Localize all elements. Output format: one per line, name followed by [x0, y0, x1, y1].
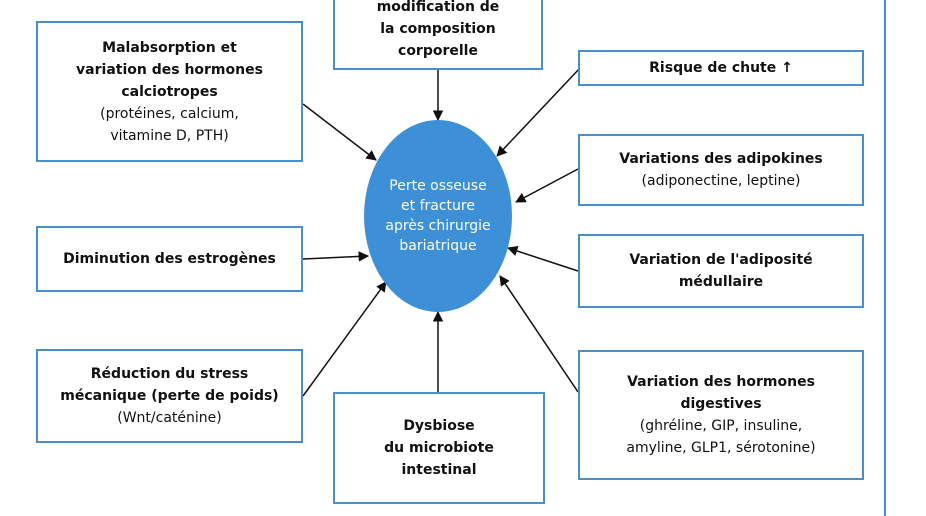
central-ellipse: Perte osseuse et fracture après chirurgie b…	[364, 120, 512, 312]
box-title-line: modification de	[376, 0, 500, 15]
box-adiposite-medullaire: Variation de l'adiposité médullaire	[578, 234, 864, 308]
center-line: et fracture	[401, 198, 475, 214]
box-adipokines: Variations des adipokines (adiponectine, …	[578, 134, 864, 206]
box-detail-line: (protéines, calcium,	[100, 105, 239, 122]
arrow-malabsorption	[302, 103, 377, 161]
center-line: bariatrique	[399, 238, 477, 254]
arrow-hormones-digestives	[499, 275, 579, 393]
arrow-adipokines	[515, 168, 579, 203]
box-title-line: Variation de l'adiposité	[629, 252, 813, 268]
arrow-adiposite	[507, 245, 579, 272]
box-estrogenes: Diminution des estrogènes	[36, 226, 303, 292]
box-title-line: intestinal	[401, 462, 477, 478]
box-dysbiose: Dysbiose du microbiote intestinal	[333, 392, 545, 504]
arrow-estrogenes	[302, 251, 370, 262]
box-title-line: la composition	[380, 21, 496, 37]
box-title-line: Malabsorption et	[102, 39, 237, 56]
box-title-line: du microbiote	[384, 440, 494, 456]
center-line: après chirurgie	[385, 218, 491, 234]
box-title-line: Diminution des estrogènes	[63, 251, 276, 267]
box-detail-line: amyline, GLP1, sérotonine)	[626, 440, 816, 456]
box-detail-line: (ghréline, GIP, insuline,	[639, 418, 803, 434]
box-title-line: Risque de chute ↑	[649, 60, 793, 76]
box-stress-mecanique: Réduction du stress mécanique (perte de p…	[36, 349, 303, 443]
box-risque-chute: Risque de chute ↑	[578, 50, 864, 86]
box-title-line: Variations des adipokines	[619, 151, 823, 167]
box-title-line: corporelle	[398, 43, 478, 59]
box-detail-line: (adiponectine, leptine)	[641, 173, 801, 189]
box-title-line: Réduction du stress	[90, 366, 249, 382]
box-title-line: Dysbiose	[403, 418, 475, 434]
box-title-line: médullaire	[678, 274, 764, 290]
box-title-line: calciotropes	[121, 83, 218, 100]
box-hormones-digestives: Variation des hormones digestives (ghrélin…	[578, 350, 864, 480]
arrow-stress	[302, 281, 387, 397]
box-composition-corporelle: modification de la composition corporelle	[333, 0, 543, 70]
box-title-line: digestives	[680, 396, 762, 412]
box-title-line: mécanique (perte de poids)	[60, 388, 279, 404]
box-detail-line: (Wnt/caténine)	[117, 410, 222, 426]
box-malabsorption: Malabsorption et variation des hormones ca…	[36, 21, 303, 162]
box-title-line: Variation des hormones	[627, 374, 815, 390]
outer-frame	[884, 0, 886, 516]
box-title-line: variation des hormones	[76, 61, 263, 78]
arrow-chute	[496, 67, 581, 157]
center-line: Perte osseuse	[389, 178, 487, 194]
box-detail-line: vitamine D, PTH)	[110, 127, 229, 144]
